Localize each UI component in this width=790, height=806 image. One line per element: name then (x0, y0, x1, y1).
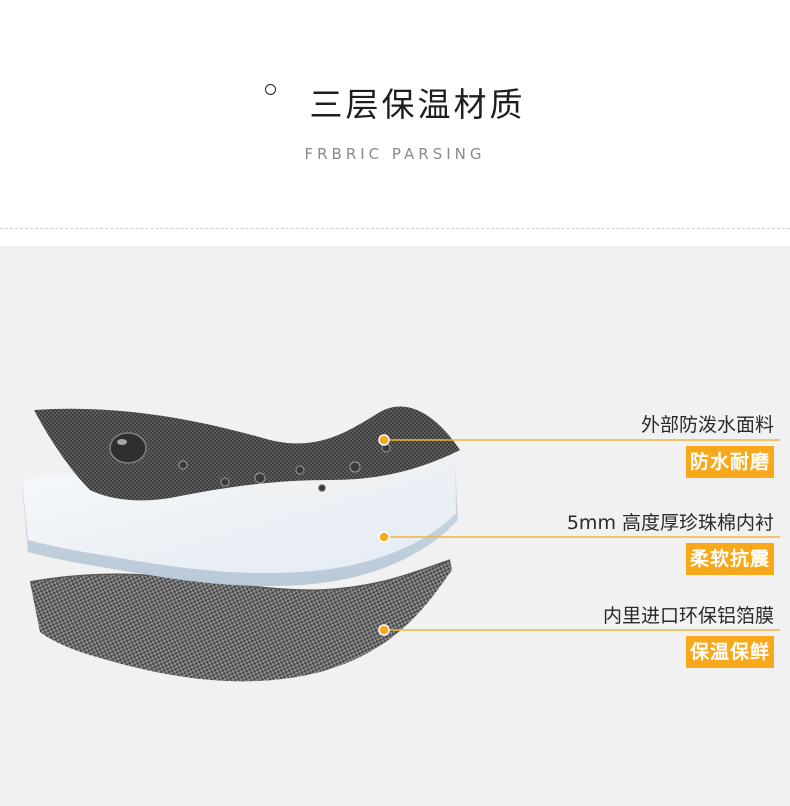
dashed-divider (0, 228, 790, 229)
page-subtitle: FRBRIC PARSING (304, 145, 486, 163)
water-droplet-icon (109, 432, 391, 492)
page-title: 三层保温材质 (309, 85, 526, 124)
leader-line-1 (378, 434, 780, 446)
outer-fabric-layer (34, 406, 460, 501)
leader-line-3 (378, 624, 780, 636)
layer-1-tag: 防水耐磨 (685, 446, 774, 478)
circle-bullet-icon (264, 84, 276, 95)
layer-3-label: 内里进口环保铝箔膜 (602, 605, 774, 627)
layer-1-label: 外部防泼水面料 (640, 414, 774, 436)
foil-mesh-layer (29, 559, 452, 682)
layer-3-tag: 保温保鲜 (685, 636, 774, 668)
layer-2-tag: 柔软抗震 (685, 543, 774, 575)
layer-2-label: 5mm 高度厚珍珠棉内衬 (566, 512, 774, 534)
header: 三层保温材质 FRBRIC PARSING (0, 0, 790, 228)
title-row: 三层保温材质 (0, 78, 790, 126)
leader-line-2 (378, 531, 780, 543)
